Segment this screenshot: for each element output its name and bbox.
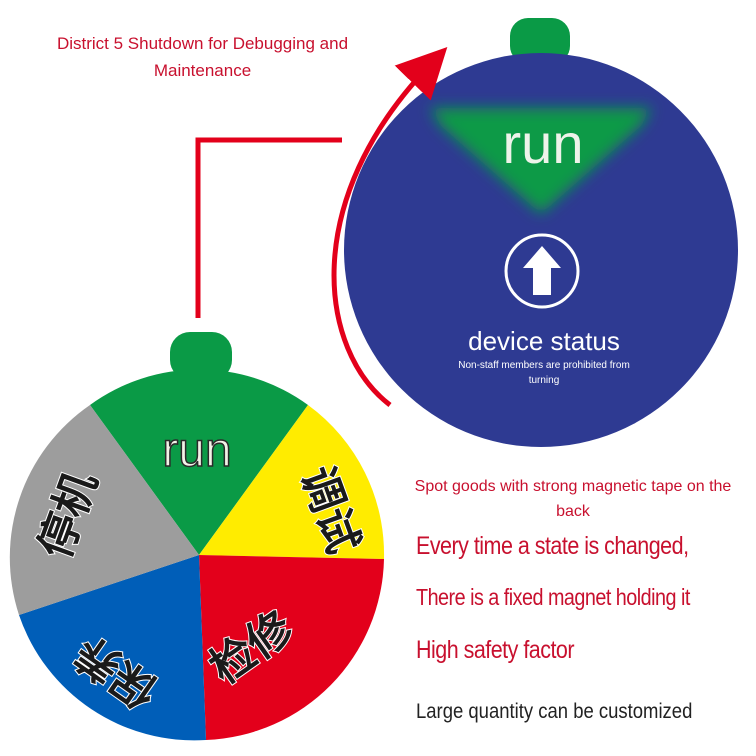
front-dial: run 调试 检修 保养 停机 [9, 332, 385, 741]
segment-run [90, 369, 308, 555]
back-disc-window-label: run [503, 112, 584, 175]
rotation-arrow [331, 46, 448, 407]
segment-label-run: run [162, 424, 231, 477]
notice-line-1: Non-staff members are prohibited from [458, 360, 630, 371]
back-disc-knob [510, 18, 570, 64]
feature-item: Every time a state is changed, [416, 532, 689, 560]
status-title: device status [468, 326, 620, 356]
spot-goods-line-1: Spot goods with strong magnetic tape on … [414, 478, 732, 495]
segment-maintenance [199, 555, 384, 740]
feature-item: High safety factor [416, 636, 575, 664]
spot-goods-note: Spot goods with strong magnetic tape on … [408, 474, 738, 524]
segment-debug [199, 405, 385, 559]
feature-item: There is a fixed magnet holding it [416, 584, 690, 610]
segment-stop [9, 405, 199, 615]
page-title: District 5 Shutdown for Debugging and Ma… [56, 34, 349, 80]
back-disc: run device status Non-staff members are … [344, 18, 738, 447]
up-arrow-icon [504, 233, 580, 309]
spot-goods-line-2: back [556, 503, 590, 520]
notice-line-2: turning [529, 375, 560, 386]
front-dial-knob [170, 332, 232, 380]
connector-line [195, 137, 342, 318]
segment-upkeep [19, 555, 206, 741]
status-window [430, 108, 652, 214]
feature-item: Large quantity can be customized [416, 700, 693, 723]
